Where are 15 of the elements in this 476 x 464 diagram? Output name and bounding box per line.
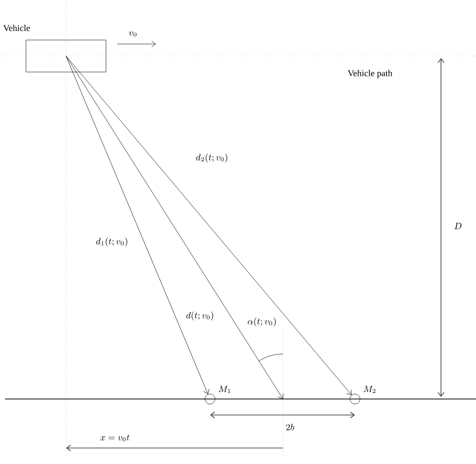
path-label: Vehicle path bbox=[348, 70, 392, 78]
marker-label: $M_1$ bbox=[218, 386, 230, 393]
arrow bbox=[66, 56, 284, 399]
edge-label: $d(t; v_0)$ bbox=[184, 310, 216, 322]
vehicle-label: Vehicle bbox=[3, 24, 30, 32]
arrow bbox=[66, 56, 352, 395]
dimension-label: $2b$ bbox=[286, 424, 294, 430]
arrow bbox=[66, 56, 210, 394]
angle-label: $\alpha(t; v_0)$ bbox=[248, 318, 276, 326]
edge-label: $d_2(t; v_0)$ bbox=[194, 152, 230, 164]
dimension-label: $D$ bbox=[454, 222, 462, 230]
dimension-label: $x = v_0 t$ bbox=[100, 434, 130, 442]
marker-label: $M_2$ bbox=[364, 386, 376, 393]
edge-label: $d_1(t; v_0)$ bbox=[94, 236, 130, 248]
speed-label: $v_0$ bbox=[128, 31, 136, 37]
